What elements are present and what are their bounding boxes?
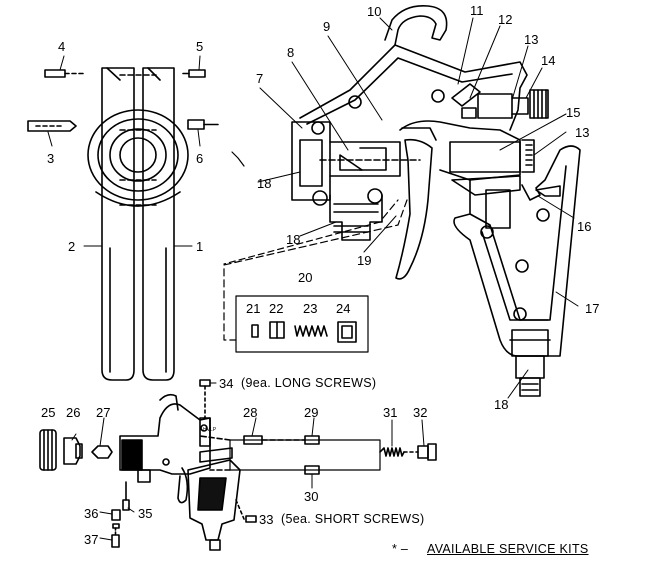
long-screws-note: (9ea. LONG SCREWS) xyxy=(241,376,377,390)
callout-28: 28 xyxy=(243,405,258,420)
callout-37: 37 xyxy=(84,532,99,547)
callout-13-mid: 13 xyxy=(575,125,590,140)
callout-7: 7 xyxy=(256,71,264,86)
kit-20 xyxy=(235,295,369,353)
callout-25: 25 xyxy=(41,405,56,420)
callout-17: 17 xyxy=(585,301,600,316)
callout-11: 11 xyxy=(470,3,484,18)
callout-33: 33 xyxy=(259,512,274,527)
leader-lines xyxy=(47,17,579,541)
body-screws xyxy=(27,69,245,167)
callout-24: 24 xyxy=(336,301,351,316)
callout-20: 20 xyxy=(298,270,313,285)
gun-assembled xyxy=(39,379,437,551)
callout-10: 10 xyxy=(367,4,382,19)
callout-5: 5 xyxy=(196,39,204,54)
callout-32: 32 xyxy=(413,405,428,420)
callout-26: 26 xyxy=(66,405,81,420)
callout-31: 31 xyxy=(383,405,398,420)
callout-35: 35 xyxy=(138,506,153,521)
callout-36: 36 xyxy=(84,506,99,521)
callout-14: 14 xyxy=(541,53,556,68)
hvlp-badge: HVLP xyxy=(203,427,217,433)
callout-22: 22 xyxy=(269,301,284,316)
callout-23: 23 xyxy=(303,301,318,316)
gun-cutaway xyxy=(223,4,581,397)
callout-18-nozzle: 18 xyxy=(286,232,301,247)
callout-29: 29 xyxy=(304,405,319,420)
callout-2: 2 xyxy=(68,239,76,254)
callout-6: 6 xyxy=(196,151,204,166)
callout-27: 27 xyxy=(96,405,111,420)
callout-4: 4 xyxy=(58,39,66,54)
callout-16: 16 xyxy=(577,219,592,234)
body-halves xyxy=(87,67,189,381)
callout-13-top: 13 xyxy=(524,32,539,47)
callout-15: 15 xyxy=(566,105,581,120)
callout-18-inlet: 18 xyxy=(494,397,509,412)
callout-9: 9 xyxy=(323,19,331,34)
callout-18-left: 18 xyxy=(257,176,272,191)
callout-21: 21 xyxy=(246,301,261,316)
callout-3: 3 xyxy=(47,151,55,166)
callout-34: 34 xyxy=(219,376,234,391)
callout-1: 1 xyxy=(196,239,204,254)
service-kits-note: AVAILABLE SERVICE KITS xyxy=(427,542,589,556)
callout-30: 30 xyxy=(304,489,319,504)
callout-12: 12 xyxy=(498,12,513,27)
service-kits-prefix: * – xyxy=(392,542,409,556)
callout-19: 19 xyxy=(357,253,372,268)
short-screws-note: (5ea. SHORT SCREWS) xyxy=(281,512,425,526)
callout-8: 8 xyxy=(287,45,295,60)
